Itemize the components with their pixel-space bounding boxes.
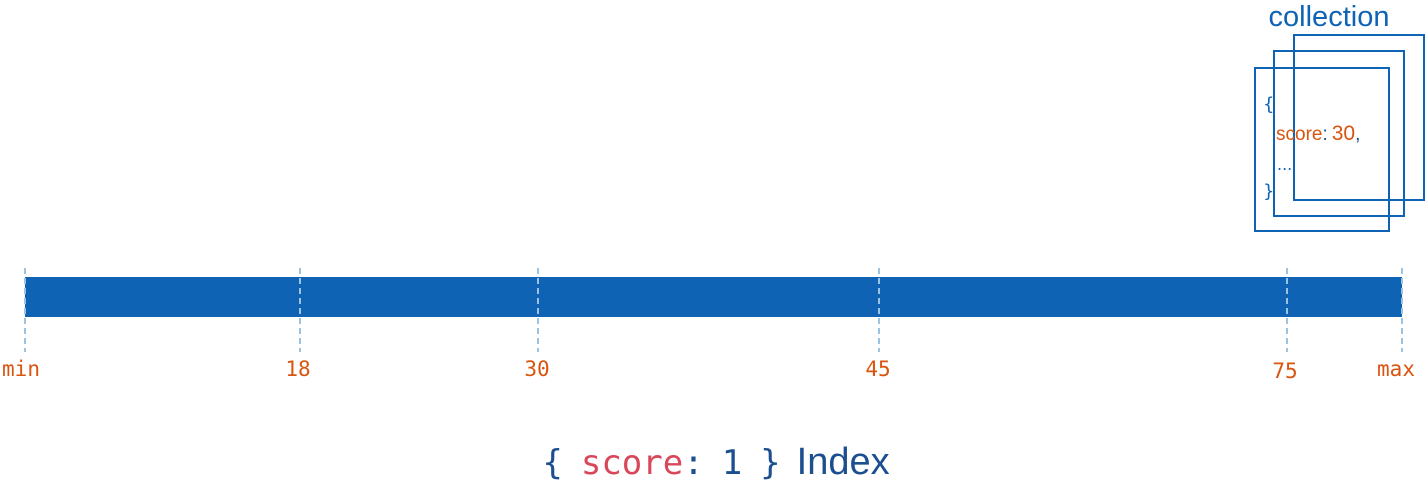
caption-close-brace: } [760,443,780,482]
document-card-front [1254,67,1390,232]
document-card-middle [1273,50,1405,217]
collection-title: collection [1269,1,1390,33]
document-field-line: score:30, [1276,122,1360,145]
document-open-brace: { [1263,94,1274,115]
caption-key: score [581,443,683,482]
tick-label-min: min [2,357,40,381]
index-ticks: min 18 30 45 75 max [2,268,1415,383]
document-field-comma: , [1355,124,1360,145]
index-caption: { score:1} Index [542,441,889,482]
document-card-back [1293,34,1425,201]
caption-colon: : [683,443,703,482]
tick-label-30: 30 [524,357,549,381]
caption-value: 1 [722,443,742,482]
document-ellipsis: ... [1277,155,1292,174]
tick-label-45: 45 [865,357,890,381]
document-close-brace: } [1263,181,1274,202]
collection-illustration: collection { score:30, ... } [1254,1,1425,232]
document-field-colon: : [1322,124,1327,145]
tick-label-18: 18 [285,357,310,381]
tick-label-75: 75 [1272,359,1297,383]
index-bar [25,277,1402,317]
document-field-value: 30 [1332,122,1355,145]
document-field-key: score [1276,124,1322,145]
caption-label: Index [797,441,890,482]
tick-label-max: max [1377,357,1415,381]
caption-open-brace: { [542,443,562,482]
